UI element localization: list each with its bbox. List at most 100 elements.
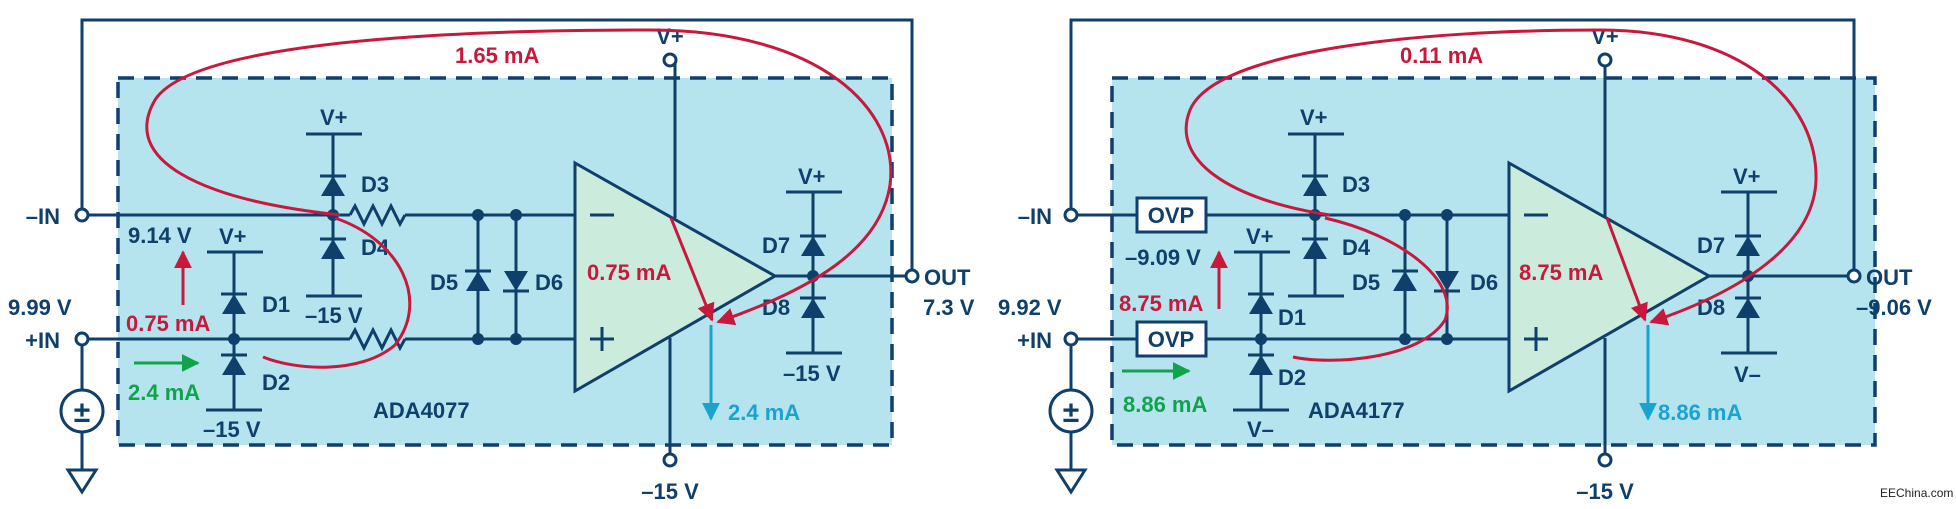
pos-input-terminal bbox=[1063, 331, 1079, 347]
diode-d7-icon bbox=[801, 236, 825, 256]
diode-d4-icon bbox=[1303, 239, 1327, 259]
svg-text:–15 V: –15 V bbox=[641, 479, 699, 504]
svg-text:–15 V: –15 V bbox=[1576, 479, 1634, 504]
feedback-wire bbox=[80, 18, 914, 276]
resistor-neg bbox=[348, 202, 407, 228]
supply-top-terminal bbox=[662, 52, 678, 68]
svg-text:OUT: OUT bbox=[1866, 265, 1913, 290]
supply-top-terminal bbox=[1597, 52, 1613, 68]
diode-d8-icon bbox=[1736, 298, 1760, 318]
ground-icon bbox=[65, 468, 99, 495]
part-number: ADA4177 bbox=[1308, 398, 1405, 423]
diode-d2-icon bbox=[222, 355, 246, 375]
svg-text:D6: D6 bbox=[1470, 270, 1498, 295]
svg-text:8.75 mA: 8.75 mA bbox=[1119, 291, 1203, 316]
diode-d1-icon bbox=[1249, 294, 1273, 314]
svg-text:±: ± bbox=[1063, 396, 1079, 429]
svg-text:V+: V+ bbox=[1591, 24, 1619, 49]
svg-text:V+: V+ bbox=[1733, 164, 1761, 189]
svg-text:8.86 mA: 8.86 mA bbox=[1658, 400, 1742, 425]
supply-bottom-terminal bbox=[662, 452, 678, 468]
svg-text:–IN: –IN bbox=[1018, 204, 1052, 229]
svg-text:D6: D6 bbox=[535, 270, 563, 295]
svg-text:V+: V+ bbox=[320, 105, 348, 130]
svg-text:D3: D3 bbox=[361, 172, 389, 197]
opamp-plus-sign bbox=[590, 327, 614, 351]
diode-pair-d3-d4: V+ D3 D4 bbox=[1288, 105, 1371, 298]
svg-text:–15 V: –15 V bbox=[305, 303, 363, 328]
diode-d5-icon bbox=[466, 271, 490, 291]
circuit-ada4177: OVP OVP ± –IN +IN 9.92 V V+ D3 D4 bbox=[998, 18, 1932, 504]
opamp-current-arrow bbox=[669, 217, 715, 322]
svg-text:OUT: OUT bbox=[924, 265, 971, 290]
diode-d6-icon bbox=[504, 271, 528, 291]
diode-d1-icon bbox=[222, 294, 246, 314]
svg-text:D4: D4 bbox=[1342, 235, 1371, 260]
svg-text:D7: D7 bbox=[762, 233, 790, 258]
neg-input-terminal bbox=[1063, 207, 1079, 223]
svg-text:OVP: OVP bbox=[1148, 327, 1194, 352]
opamp-current-arrow bbox=[1605, 217, 1648, 322]
pos-input-voltage: 9.99 V bbox=[8, 295, 72, 320]
svg-text:OVP: OVP bbox=[1148, 203, 1194, 228]
diode-d4-icon bbox=[321, 239, 345, 259]
svg-text:D3: D3 bbox=[1342, 172, 1370, 197]
diode-d5-icon bbox=[1393, 271, 1417, 291]
diode-d8-icon bbox=[801, 298, 825, 318]
svg-text:D1: D1 bbox=[1278, 305, 1306, 330]
output-voltage: –9.06 V bbox=[1856, 295, 1932, 320]
loop-current-label: 0.11 mA bbox=[1400, 43, 1483, 68]
diode-pair-d1-d2: V+ D1 D2 –15 V bbox=[203, 224, 290, 442]
svg-text:D2: D2 bbox=[1278, 365, 1306, 390]
svg-text:D2: D2 bbox=[262, 370, 290, 395]
loop-current-label: 1.65 mA bbox=[455, 43, 539, 68]
fault-current-loop bbox=[145, 28, 893, 326]
svg-text:D7: D7 bbox=[1697, 233, 1725, 258]
neg-input-terminal bbox=[74, 207, 90, 223]
pos-input-voltage: 9.92 V bbox=[998, 295, 1062, 320]
opamp-plus-sign bbox=[1524, 327, 1548, 351]
svg-text:V–: V– bbox=[1247, 417, 1274, 442]
svg-text:0.75 mA: 0.75 mA bbox=[587, 260, 671, 285]
svg-text:V+: V+ bbox=[1300, 105, 1328, 130]
pos-input-terminal bbox=[74, 331, 90, 347]
svg-text:V+: V+ bbox=[1246, 224, 1274, 249]
diode-d2-icon bbox=[1249, 355, 1273, 375]
output-terminal bbox=[904, 268, 920, 284]
svg-text:+IN: +IN bbox=[1017, 328, 1052, 353]
output-voltage: 7.3 V bbox=[923, 295, 975, 320]
diode-pair-d7-d8: V+ D7 D8 V– bbox=[1697, 164, 1777, 387]
voltage-source-icon bbox=[59, 388, 105, 434]
internal-node-voltage: –9.09 V bbox=[1125, 245, 1201, 270]
diode-d7-icon bbox=[1736, 236, 1760, 256]
svg-text:V+: V+ bbox=[656, 24, 684, 49]
internal-node-voltage: 9.14 V bbox=[128, 223, 192, 248]
svg-text:V+: V+ bbox=[219, 224, 247, 249]
svg-text:0.75 mA: 0.75 mA bbox=[126, 311, 210, 336]
svg-text:8.75 mA: 8.75 mA bbox=[1519, 260, 1603, 285]
svg-text:2.4 mA: 2.4 mA bbox=[728, 400, 800, 425]
svg-text:±: ± bbox=[74, 396, 90, 429]
svg-text:–15 V: –15 V bbox=[203, 417, 261, 442]
opamp-icon bbox=[573, 160, 779, 394]
diode-pair-d1-d2: V+ D1 D2 V– bbox=[1233, 224, 1306, 442]
neg-input-label: –IN bbox=[26, 204, 60, 229]
diode-d3-icon bbox=[1303, 176, 1327, 196]
diode-pair-d7-d8: V+ D7 D8 –15 V bbox=[762, 164, 842, 386]
ovp-neg: OVP bbox=[1135, 196, 1208, 234]
output-terminal bbox=[1846, 268, 1862, 284]
resistor-pos bbox=[348, 326, 407, 352]
svg-text:V–: V– bbox=[1734, 362, 1761, 387]
svg-text:2.4 mA: 2.4 mA bbox=[128, 380, 200, 405]
feedback-wire bbox=[1069, 18, 1856, 276]
svg-text:–15 V: –15 V bbox=[783, 361, 841, 386]
circuit-ada4077: ± –IN +IN 9.99 V V+ D3 D4 –15 V bbox=[8, 18, 975, 504]
svg-text:8.86 mA: 8.86 mA bbox=[1123, 392, 1207, 417]
diode-pair-d5-d6: D5 D6 bbox=[430, 209, 563, 345]
diode-d3-icon bbox=[321, 176, 345, 196]
chip-boundary bbox=[1110, 76, 1877, 447]
ovp-pos: OVP bbox=[1135, 320, 1208, 358]
diode-d6-icon bbox=[1435, 271, 1459, 291]
part-number: ADA4077 bbox=[373, 398, 470, 423]
svg-text:D5: D5 bbox=[1352, 270, 1380, 295]
